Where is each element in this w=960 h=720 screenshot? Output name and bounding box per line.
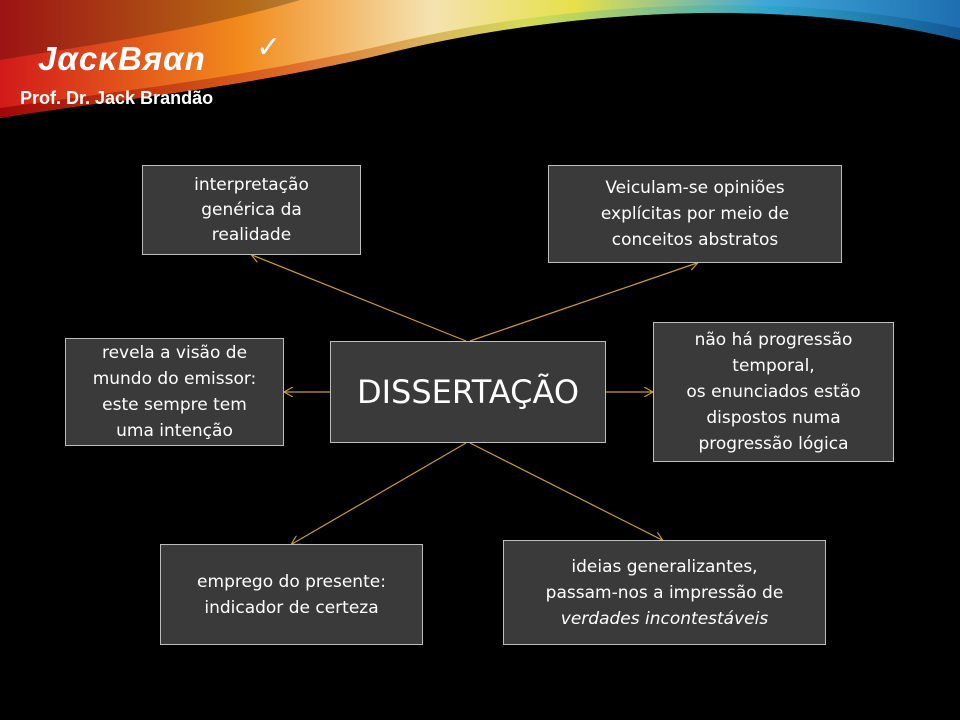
- arrow-to-top-left: [252, 255, 467, 342]
- author-subtitle: Prof. Dr. Jack Brandão: [20, 88, 214, 108]
- box-line: mundo do emissor:: [92, 369, 257, 389]
- box-line: realidade: [211, 224, 292, 245]
- box-line: explícitas por meio de: [600, 204, 790, 224]
- arrow-to-bottom-left: [292, 442, 467, 544]
- central-concept-box: DISSERTAÇÃO: [330, 341, 606, 443]
- box-line: temporal,: [732, 356, 815, 376]
- box-line: este sempre tem: [102, 395, 247, 415]
- box-line: progressão lógica: [698, 434, 849, 454]
- box-line: revela a visão de: [101, 343, 248, 363]
- box-right: não há progressão temporal, os enunciado…: [653, 322, 894, 462]
- box-line: Veiculam-se opiniões: [605, 178, 785, 198]
- box-line: dispostos numa: [706, 408, 841, 428]
- box-line: indicador de certeza: [204, 597, 379, 618]
- box-bottom-left: emprego do presente: indicador de certez…: [160, 544, 423, 645]
- box-line: os enunciados estão: [686, 382, 861, 402]
- box-line: não há progressão: [694, 330, 853, 350]
- box-left: revela a visão de mundo do emissor: este…: [65, 338, 284, 446]
- brand-logo: JαϲκBяαn: [38, 40, 206, 77]
- box-line: passam-nos a impressão de: [545, 582, 784, 603]
- box-line: conceitos abstratos: [611, 230, 779, 250]
- box-line: emprego do presente:: [197, 571, 386, 592]
- central-concept-label: DISSERTAÇÃO: [356, 373, 580, 411]
- box-top-right: Veiculam-se opiniões explícitas por meio…: [548, 165, 842, 263]
- checkmark-icon: ✓: [256, 30, 282, 65]
- box-line: uma intenção: [116, 421, 233, 441]
- box-line: verdades incontestáveis: [560, 608, 769, 629]
- arrow-to-bottom-right: [469, 442, 662, 540]
- box-bottom-right: ideias generalizantes, passam-nos a impr…: [503, 540, 826, 645]
- box-top-left: interpretação genérica da realidade: [142, 165, 361, 255]
- box-line: ideias generalizantes,: [571, 556, 758, 577]
- arrow-to-top-right: [469, 263, 697, 342]
- box-line: genérica da: [201, 199, 302, 220]
- box-line: interpretação: [194, 174, 309, 195]
